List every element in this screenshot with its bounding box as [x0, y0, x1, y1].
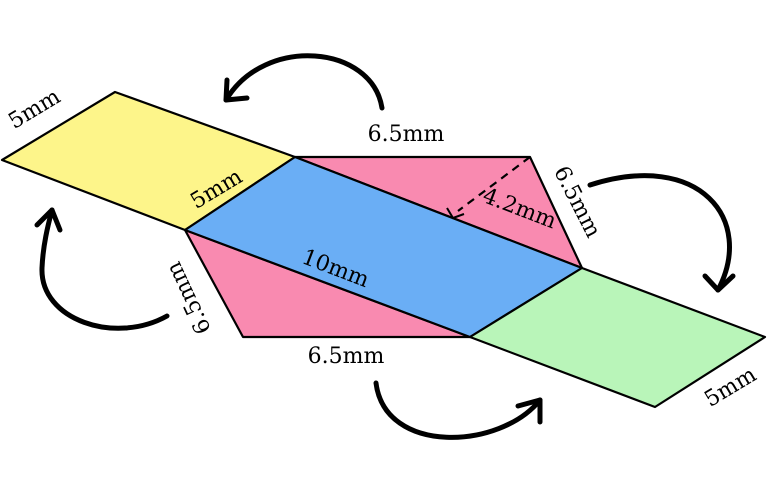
green-rectangle-face — [468, 266, 767, 409]
top-triangle-base-label: 6.5mm — [368, 122, 445, 147]
bottom-triangle-base-label: 6.5mm — [308, 344, 385, 369]
curved-arrow-icon — [34, 207, 170, 331]
right-angle-marker — [446, 207, 465, 220]
curved-arrow-icon — [223, 53, 385, 111]
height-dashed-line — [457, 156, 531, 212]
curved-arrow-icon — [587, 173, 736, 293]
curved-arrow-icon — [373, 380, 543, 440]
